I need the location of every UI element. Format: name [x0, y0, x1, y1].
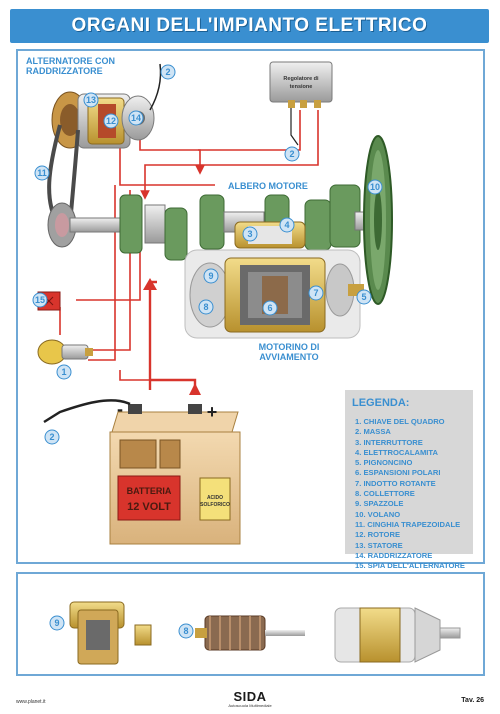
legend-item: 5. PIGNONCINO — [355, 458, 413, 468]
svg-text:4: 4 — [284, 220, 289, 230]
svg-text:5: 5 — [361, 292, 366, 302]
callout-7: 7 — [308, 285, 324, 301]
callout-5: 5 — [356, 289, 372, 305]
legend-item: 1. CHIAVE DEL QUADRO — [355, 417, 445, 426]
svg-text:9: 9 — [54, 618, 59, 628]
legend-box: LEGENDA: 1. CHIAVE DEL QUADRO 2. MASSA 3… — [345, 390, 473, 570]
legend-item: 13. STATORE — [355, 540, 403, 550]
legend-item: 10. VOLANO — [355, 509, 401, 519]
detail-strip-frame — [16, 572, 485, 676]
legend-item: 15. SPIA DELL'ALTERNATORE — [355, 561, 465, 571]
label-starter-1: MOTORINO DI — [259, 342, 320, 352]
label-alternator-1: ALTERNATORE CON — [26, 56, 115, 66]
label-acid-1: ACIDO — [207, 495, 223, 501]
battery — [43, 399, 241, 545]
callout-9: 9 — [203, 268, 219, 284]
label-regulator-2: tensione — [290, 84, 313, 90]
callout-15: 15 — [32, 292, 48, 308]
callout-2b: 2 — [284, 146, 300, 162]
svg-text:2: 2 — [289, 149, 294, 159]
label-battery-2: 12 VOLT — [127, 501, 171, 513]
callout-2c: 2 — [44, 429, 60, 445]
legend-item: 2. MASSA — [355, 427, 391, 437]
battery-cable-arrow-plus — [189, 383, 201, 395]
svg-text:2: 2 — [165, 67, 170, 77]
detail-starter — [334, 607, 461, 663]
label-starter-2: AVVIAMENTO — [259, 352, 318, 362]
detail-armature — [195, 615, 305, 651]
svg-text:8: 8 — [183, 626, 188, 636]
legend-title: LEGENDA: — [352, 397, 410, 409]
legend-item: 8. COLLETTORE — [355, 489, 415, 499]
callout-11: 11 — [34, 165, 50, 181]
label-battery-1: BATTERIA — [127, 486, 172, 496]
footer-website: www.planet.it — [16, 699, 46, 705]
legend-item: 9. SPAZZOLE — [355, 499, 404, 509]
svg-text:2: 2 — [49, 432, 54, 442]
callouts: 2 13 12 14 11 2 10 4 3 9 8 6 7 5 15 1 2 … — [32, 64, 383, 639]
battery-cable-up — [148, 280, 157, 390]
main-diagram-frame — [16, 49, 485, 564]
logo-subtitle: Autoscuola Multimediale — [228, 703, 272, 708]
callout-1: 1 — [56, 364, 72, 380]
label-crankshaft: ALBERO MOTORE — [228, 181, 308, 191]
svg-text:11: 11 — [37, 168, 47, 178]
legend-item: 7. INDOTTO ROTANTE — [355, 478, 436, 488]
sida-logo: SIDA Autoscuola Multimediale — [228, 690, 272, 708]
svg-text:12: 12 — [106, 116, 116, 126]
legend-item: 14. RADDRIZZATORE — [355, 550, 433, 560]
plate-number: Tav. 26 — [461, 697, 484, 704]
svg-text:1: 1 — [61, 367, 66, 377]
label-plus: + — [207, 402, 218, 422]
callout-14: 14 — [128, 110, 144, 126]
legend-item: 12. ROTORE — [355, 530, 401, 540]
callout-2a: 2 — [160, 64, 176, 80]
legend-item: 4. ELETTROCALAMITA — [355, 447, 438, 457]
svg-text:3: 3 — [247, 229, 252, 239]
svg-text:8: 8 — [203, 302, 208, 312]
callout-3: 3 — [242, 226, 258, 242]
callout-10: 10 — [367, 179, 383, 195]
svg-text:13: 13 — [86, 95, 96, 105]
battery-cable-plus — [150, 378, 197, 395]
logo-text: SIDA — [233, 689, 267, 704]
alternator — [51, 63, 162, 149]
label-acid-2: SOLFORICO — [200, 502, 230, 508]
page-title: ORGANI DELL'IMPIANTO ELETTRICO — [71, 15, 428, 36]
svg-text:9: 9 — [208, 271, 213, 281]
legend-item: 3. INTERRUTTORE — [355, 437, 423, 447]
callout-12: 12 — [103, 113, 119, 129]
svg-text:7: 7 — [313, 288, 318, 298]
svg-text:14: 14 — [131, 113, 141, 123]
voltage-regulator — [269, 61, 333, 146]
detail-solenoid — [69, 601, 152, 665]
label-minus: - — [117, 399, 123, 419]
crankshaft — [47, 184, 376, 261]
svg-text:15: 15 — [35, 295, 45, 305]
flywheel — [363, 135, 393, 305]
callout-8b: 8 — [178, 623, 194, 639]
label-regulator-1: Regolatore di — [283, 76, 319, 82]
legend-list: 1. CHIAVE DEL QUADRO 2. MASSA 3. INTERRU… — [355, 417, 465, 571]
legend-item: 6. ESPANSIONI POLARI — [355, 468, 441, 478]
callout-4: 4 — [279, 217, 295, 233]
callout-13: 13 — [83, 92, 99, 108]
battery-cable-arrow-up — [143, 278, 157, 290]
callout-8: 8 — [198, 299, 214, 315]
callout-9b: 9 — [49, 615, 65, 631]
label-alternator-2: RADDRIZZATORE — [26, 66, 103, 76]
callout-6: 6 — [262, 300, 278, 316]
title-bar: ORGANI DELL'IMPIANTO ELETTRICO — [10, 9, 489, 43]
svg-text:10: 10 — [370, 182, 380, 192]
svg-text:6: 6 — [267, 303, 272, 313]
legend-item: 11. CINGHIA TRAPEZOIDALE — [355, 519, 461, 529]
ignition-key — [37, 339, 93, 365]
